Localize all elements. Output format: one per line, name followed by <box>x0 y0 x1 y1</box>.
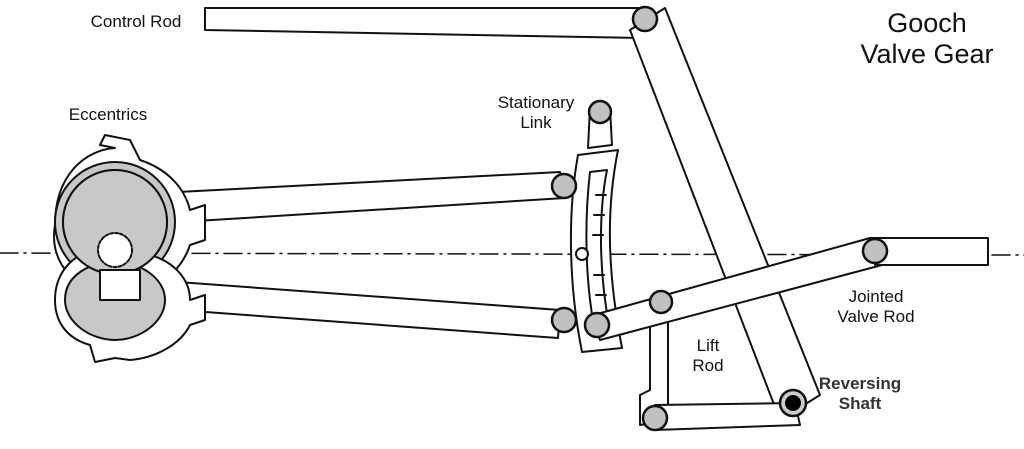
pin-lift-rod-upper <box>648 289 674 315</box>
diagram-title-line1: Gooch <box>887 8 967 38</box>
pin-radius-rod <box>583 311 611 339</box>
label-jointed-valve-rod-line2: Valve Rod <box>837 307 915 326</box>
pin-control-rod <box>631 5 659 33</box>
label-eccentrics: Eccentrics <box>68 105 148 124</box>
label-lift-rod-line1: Lift <box>696 336 720 355</box>
label-stationary-link-line1: Stationary <box>497 93 575 112</box>
pin-eccentric-rod-upper <box>550 172 578 200</box>
eccentric-lower <box>54 169 206 363</box>
label-lift-rod: Lift Rod <box>680 336 736 376</box>
eccentric-rod-lower <box>177 281 561 339</box>
pin-lift-rod-lower <box>641 404 669 432</box>
label-stationary-link-line2: Link <box>520 113 552 132</box>
label-reversing-shaft: Reversing Shaft <box>808 374 912 414</box>
label-jointed-valve-rod-line1: Jointed <box>848 287 904 306</box>
label-jointed-valve-rod: Jointed Valve Rod <box>826 287 926 327</box>
pin-eccentric-rod-lower <box>550 306 578 334</box>
pin-valve-rod <box>861 237 889 265</box>
control-rod-bar <box>204 7 641 39</box>
pin-stationary-link <box>587 99 613 125</box>
label-reversing-shaft-line2: Shaft <box>838 394 882 413</box>
eccentric-rod-upper <box>177 171 566 223</box>
axle-hub <box>97 232 133 268</box>
label-control-rod: Control Rod <box>90 12 182 31</box>
lift-rod-link <box>654 402 801 431</box>
label-lift-rod-line2: Rod <box>692 356 724 375</box>
label-reversing-shaft-line1: Reversing <box>818 374 902 393</box>
diagram-title: Gooch Valve Gear <box>842 8 1012 70</box>
expansion-link <box>569 149 623 353</box>
diagram-title-line2: Valve Gear <box>860 39 994 69</box>
label-stationary-link: Stationary Link <box>488 93 584 133</box>
reversing-shaft-center <box>785 395 801 411</box>
